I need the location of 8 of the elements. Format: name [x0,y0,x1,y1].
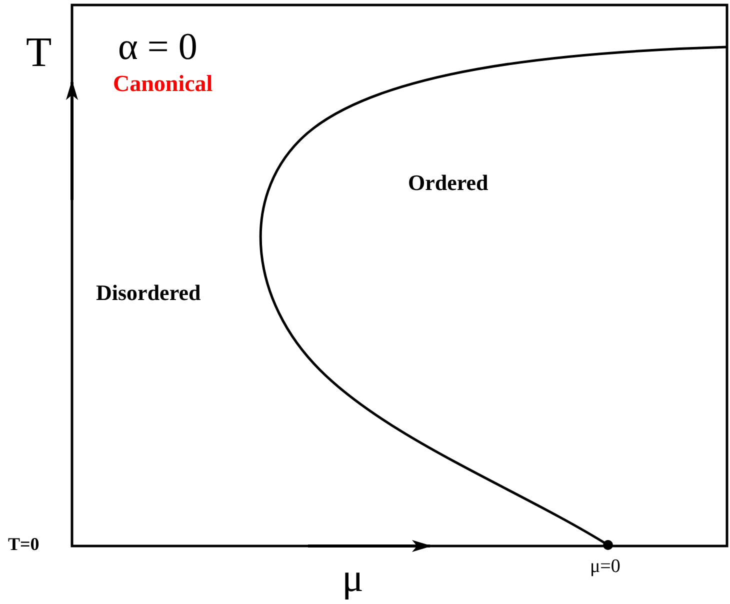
axis-label: T [26,32,52,74]
region-label: Ordered [408,172,488,194]
diagram-title: α = 0 [118,28,198,66]
point-label: μ=0 [590,557,620,576]
region-label: Disordered [96,282,201,304]
subtitle: Canonical [113,72,213,95]
axis-tick-label: T=0 [8,535,40,553]
axis-label: μ [342,558,364,598]
